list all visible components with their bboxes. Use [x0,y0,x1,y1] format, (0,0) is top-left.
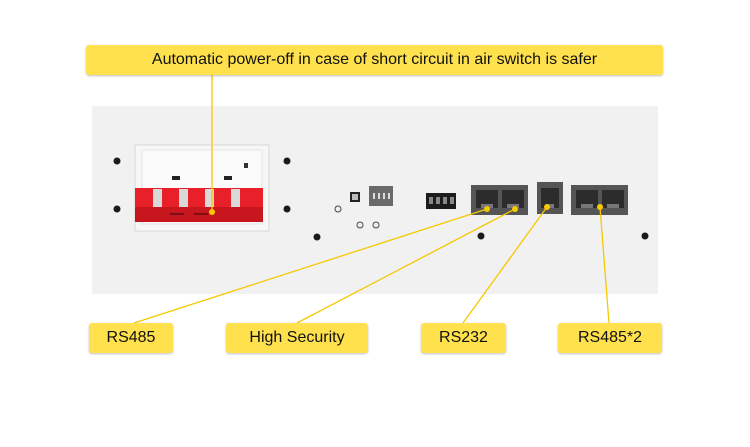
high-security-label: High Security [226,323,368,353]
rs232-label: RS232 [421,323,506,353]
rs485x2-label: RS485*2 [558,323,662,353]
leader-lines [133,75,610,324]
rj45-port-icon [571,185,628,215]
leader-dots [209,204,603,215]
breaker-callout-label: Automatic power-off in case of short cir… [86,45,663,75]
rj11-port-icon [537,182,563,214]
circuit-breaker-icon [134,144,270,232]
terminal-block-icon [426,193,456,209]
rj45-port-icon [471,185,528,215]
dip-switch-icon [369,186,393,206]
usb-port-icon [334,192,380,229]
mounting-hole-icon [113,157,649,241]
rs485-label: RS485 [89,323,173,353]
